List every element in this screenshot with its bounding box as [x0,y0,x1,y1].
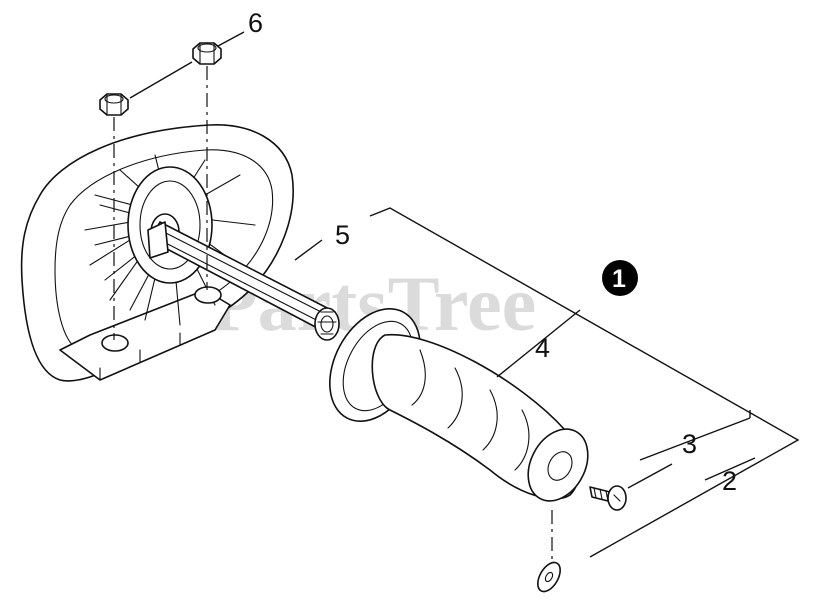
leader-4 [496,309,581,378]
leader-bracket-1 [369,207,800,558]
callout-3: 3 [682,429,697,459]
leader-3 [639,410,751,461]
leader-2 [704,457,756,481]
leader-5 [294,239,323,261]
nut-upper [192,42,222,65]
callout-5: 5 [335,220,350,250]
badge-number: 1 [612,265,626,293]
leader-3b [627,463,673,489]
assembly-badge: 1 [602,260,638,296]
grip [329,307,589,502]
shaft [147,221,340,341]
callout-4: 4 [535,333,550,363]
callout-6: 6 [248,8,263,38]
nut-lower [99,93,129,116]
washer [537,561,561,593]
screw [589,485,627,511]
leader-6 [129,31,245,99]
callout-2: 2 [722,466,737,496]
